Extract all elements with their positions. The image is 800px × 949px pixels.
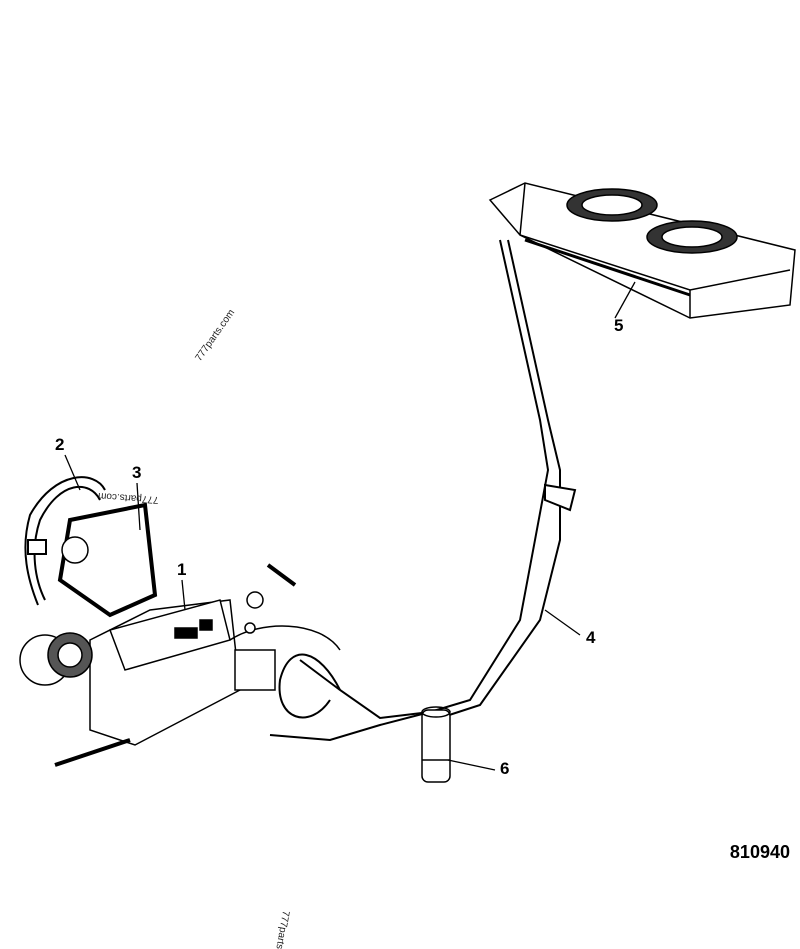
receiver-drier bbox=[421, 706, 451, 783]
drive-belt bbox=[57, 502, 158, 618]
condenser-unit bbox=[488, 182, 796, 319]
callout-6: 6 bbox=[500, 759, 510, 778]
callout-1: 1 bbox=[177, 560, 187, 579]
leader-lines bbox=[64, 281, 636, 771]
evaporator-assembly bbox=[19, 599, 341, 767]
small-parts bbox=[244, 563, 297, 634]
hoses bbox=[269, 239, 577, 742]
heater-hose bbox=[24, 476, 106, 606]
callout-4: 4 bbox=[586, 628, 596, 647]
callout-2: 2 bbox=[55, 435, 65, 454]
callout-3: 3 bbox=[132, 463, 142, 482]
figure-number: 810940 bbox=[729, 842, 790, 862]
callout-5: 5 bbox=[614, 316, 624, 335]
